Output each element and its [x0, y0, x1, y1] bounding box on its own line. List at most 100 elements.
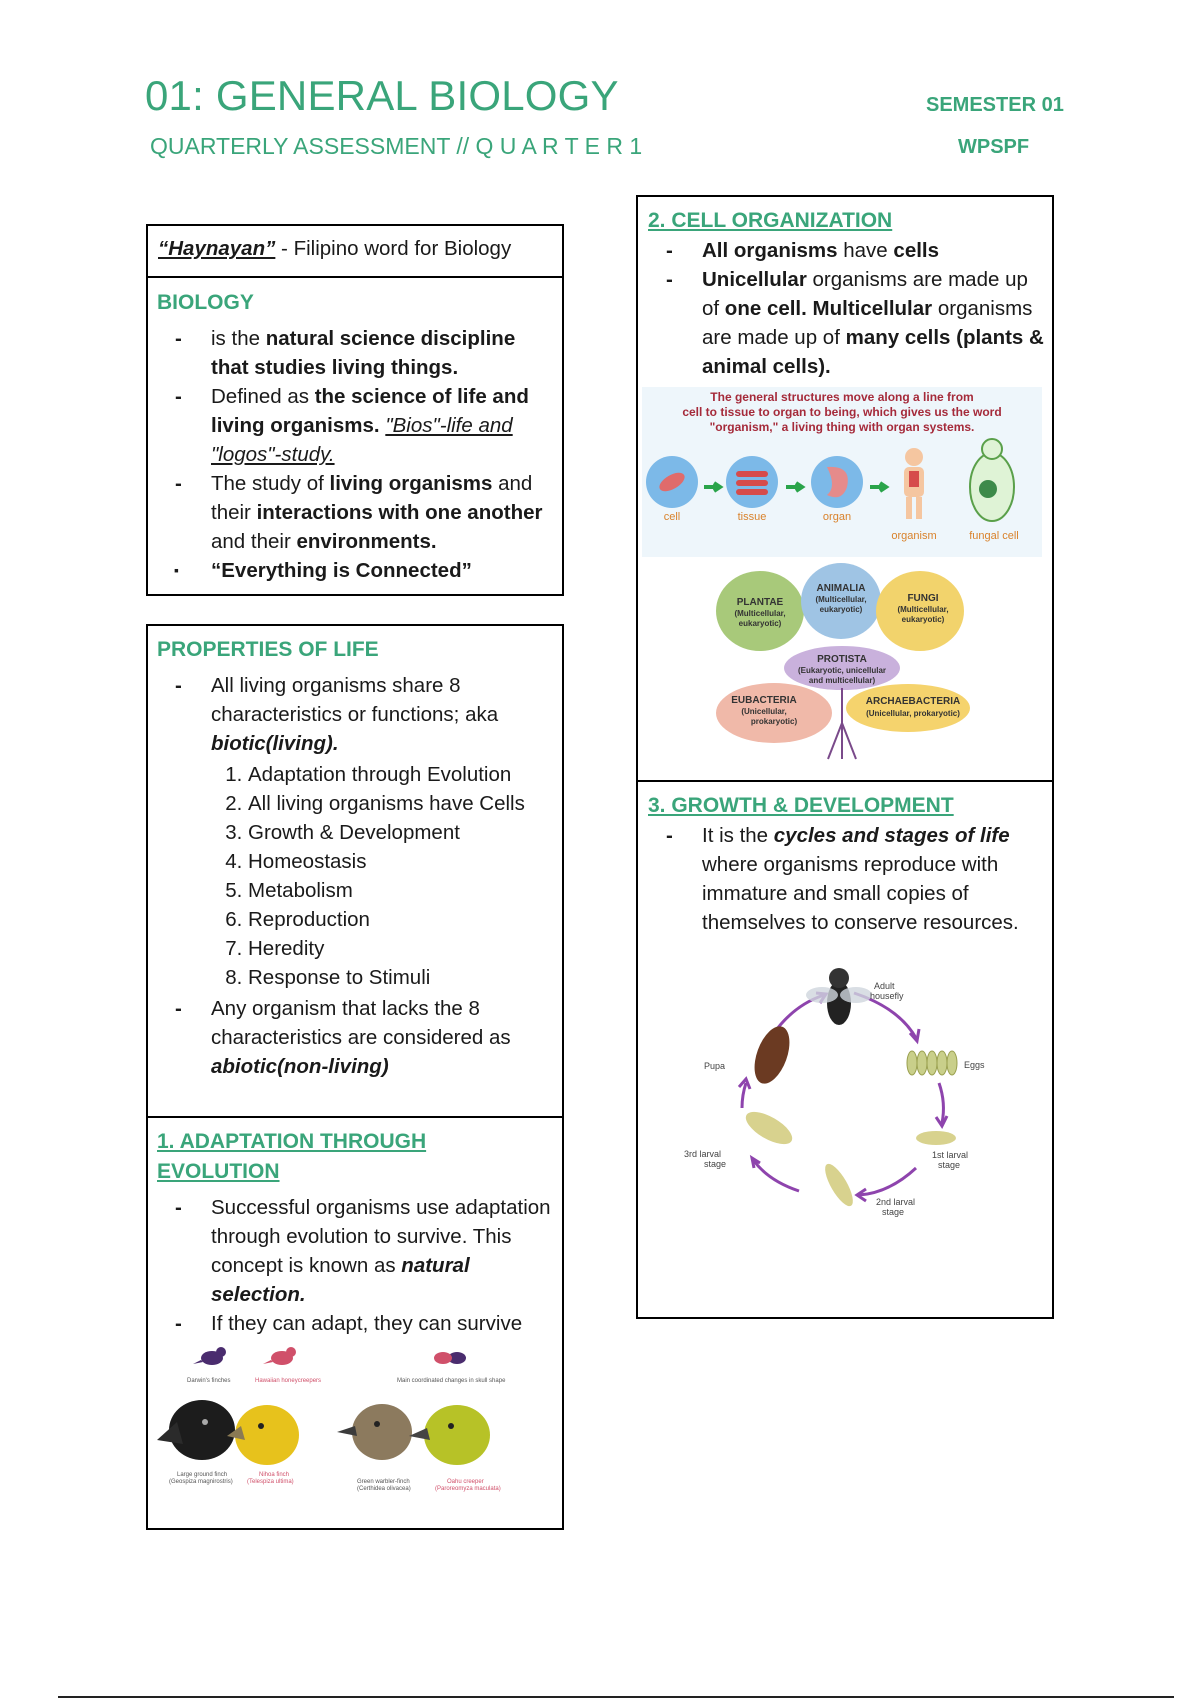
tissue-icon — [726, 456, 778, 508]
svg-text:Darwin's finches: Darwin's finches — [187, 1378, 231, 1384]
svg-text:1st larval: 1st larval — [932, 1150, 968, 1160]
svg-text:Nihoa finch: Nihoa finch — [259, 1472, 289, 1478]
svg-text:(Eukaryotic, unicellular: (Eukaryotic, unicellular — [798, 666, 886, 675]
list-item: All living organisms have Cells — [248, 789, 554, 818]
svg-text:fungal cell: fungal cell — [969, 530, 1019, 542]
cell-icon — [646, 456, 698, 508]
svg-text:Eggs: Eggs — [964, 1060, 985, 1070]
housefly-icon — [806, 968, 872, 1025]
properties-box: PROPERTIES OF LIFE All living organisms … — [146, 624, 564, 1530]
svg-text:eukaryotic): eukaryotic) — [902, 615, 945, 624]
organism-icon — [904, 448, 924, 519]
svg-text:eukaryotic): eukaryotic) — [820, 605, 863, 614]
list-item: Growth & Development — [248, 818, 554, 847]
svg-text:housefly: housefly — [870, 991, 904, 1001]
ground-finch-icon — [157, 1400, 235, 1460]
list-item: Adaptation through Evolution — [248, 760, 554, 789]
svg-text:stage: stage — [938, 1160, 960, 1170]
svg-text:Large ground finch: Large ground finch — [177, 1472, 227, 1478]
svg-text:FUNGI: FUNGI — [907, 593, 938, 604]
haynayan-word: “Haynayan” — [158, 237, 276, 260]
svg-text:stage: stage — [882, 1207, 904, 1217]
list-item: Homeostasis — [248, 847, 554, 876]
svg-text:(Unicellular,: (Unicellular, — [741, 707, 786, 716]
list-item: Heredity — [248, 934, 554, 963]
svg-text:Main coordinated changes in sk: Main coordinated changes in skull shape — [397, 1378, 506, 1384]
biology-heading: BIOLOGY — [157, 291, 254, 314]
svg-text:The general structures move al: The general structures move along a line… — [710, 390, 973, 404]
svg-text:Pupa: Pupa — [704, 1061, 725, 1071]
eggs-icon — [906, 1050, 958, 1076]
page-subtitle: QUARTERLY ASSESSMENT // Q U A R T E R 1 — [150, 133, 643, 159]
svg-text:cell: cell — [664, 511, 681, 523]
org-label: WPSPF — [958, 136, 1030, 158]
svg-text:organ: organ — [823, 511, 851, 523]
finches-figure: Darwin's finches Hawaiian honeycreepers … — [157, 1347, 506, 1492]
svg-text:stage: stage — [704, 1159, 726, 1169]
svg-text:ANIMALIA: ANIMALIA — [817, 583, 866, 594]
biology-list: is the natural science discipline that s… — [157, 324, 554, 585]
svg-text:(Multicellular,: (Multicellular, — [734, 609, 785, 618]
svg-text:"organism," a living thing wit: "organism," a living thing with organ sy… — [710, 420, 975, 434]
list-item: Any organism that lacks the 8 characteri… — [157, 994, 554, 1081]
svg-text:(Certhidea olivacea): (Certhidea olivacea) — [357, 1486, 411, 1492]
svg-text:(Unicellular, prokaryotic): (Unicellular, prokaryotic) — [866, 709, 960, 718]
list-item: Defined as the science of life and livin… — [157, 382, 554, 469]
svg-text:eukaryotic): eukaryotic) — [739, 619, 782, 628]
small-finch-icon — [193, 1347, 226, 1365]
list-item: It is the cycles and stages of life wher… — [648, 821, 1044, 937]
housefly-life-cycle-figure: Adult housefly Eggs 1st larval stage 2nd… — [684, 968, 985, 1217]
svg-text:organism: organism — [891, 530, 936, 542]
svg-text:(Geospiza magnirostris): (Geospiza magnirostris) — [169, 1479, 233, 1485]
svg-text:PROTISTA: PROTISTA — [817, 654, 867, 665]
first-larva-icon — [916, 1131, 956, 1145]
nihoa-finch-icon — [227, 1405, 299, 1465]
warbler-finch-icon — [337, 1404, 412, 1460]
small-honeycreeper-icon — [263, 1347, 296, 1365]
third-larva-icon — [745, 1111, 793, 1145]
svg-text:Hawaiian honeycreepers: Hawaiian honeycreepers — [255, 1378, 321, 1384]
organization-levels-figure: The general structures move along a line… — [642, 387, 1042, 557]
oahu-creeper-icon — [409, 1405, 490, 1465]
svg-text:ARCHAEBACTERIA: ARCHAEBACTERIA — [866, 696, 960, 707]
svg-text:PLANTAE: PLANTAE — [737, 597, 784, 608]
svg-text:Adult: Adult — [874, 981, 895, 991]
svg-text:2nd larval: 2nd larval — [876, 1197, 915, 1207]
svg-text:EUBACTERIA: EUBACTERIA — [731, 695, 797, 706]
svg-text:(Multicellular,: (Multicellular, — [897, 605, 948, 614]
svg-text:and multicellular): and multicellular) — [809, 676, 876, 685]
svg-text:(Multicellular,: (Multicellular, — [815, 595, 866, 604]
biology-box: “Haynayan” - Filipino word for Biology B… — [146, 224, 564, 596]
list-item: The study of living organisms and their … — [157, 469, 554, 556]
second-larva-icon — [825, 1163, 853, 1207]
kingdoms-figure: PLANTAE (Multicellular, eukaryotic) ANIM… — [716, 563, 970, 760]
cell-organization-box: 2. CELL ORGANIZATION All organisms have … — [636, 195, 1054, 1319]
svg-text:(Telespiza ultima): (Telespiza ultima) — [247, 1479, 294, 1485]
svg-text:3rd larval: 3rd larval — [684, 1149, 721, 1159]
svg-text:(Paroreomyza maculata): (Paroreomyza maculata) — [435, 1486, 501, 1492]
semester-label: SEMESTER 01 — [926, 94, 1064, 116]
list-item: Reproduction — [248, 905, 554, 934]
growth-heading: 3. GROWTH & DEVELOPMENT — [648, 794, 954, 817]
haynayan-row: “Haynayan” - Filipino word for Biology — [148, 226, 562, 278]
list-item: Successful organisms use adaptation thro… — [157, 1193, 554, 1309]
list-item: All living organisms share 8 characteris… — [157, 671, 554, 758]
properties-heading: PROPERTIES OF LIFE — [157, 638, 379, 661]
list-item: All organisms have cells — [648, 236, 1046, 265]
footer-divider — [58, 1696, 1174, 1698]
list-item: Unicellular organisms are made up of one… — [648, 265, 1046, 381]
svg-text:Oahu creeper: Oahu creeper — [447, 1479, 484, 1485]
adaptation-heading: 1. ADAPTATION THROUGH EVOLUTION — [157, 1130, 427, 1183]
fungal-cell-icon — [969, 438, 1015, 522]
svg-text:tissue: tissue — [738, 511, 767, 523]
properties-numbered-list: Adaptation through Evolution All living … — [148, 760, 554, 992]
page-title: 01: GENERAL BIOLOGY — [145, 72, 619, 119]
list-item: Metabolism — [248, 876, 554, 905]
svg-text:cell to tissue to organ to bei: cell to tissue to organ to being, which … — [682, 405, 1001, 419]
svg-text:Green warbler-finch: Green warbler-finch — [357, 1479, 410, 1485]
cell-organization-heading: 2. CELL ORGANIZATION — [648, 209, 893, 232]
list-item: Response to Stimuli — [248, 963, 554, 992]
pupa-icon — [754, 1026, 790, 1084]
list-item: If they can adapt, they can survive — [157, 1309, 554, 1338]
organ-icon — [811, 456, 863, 508]
